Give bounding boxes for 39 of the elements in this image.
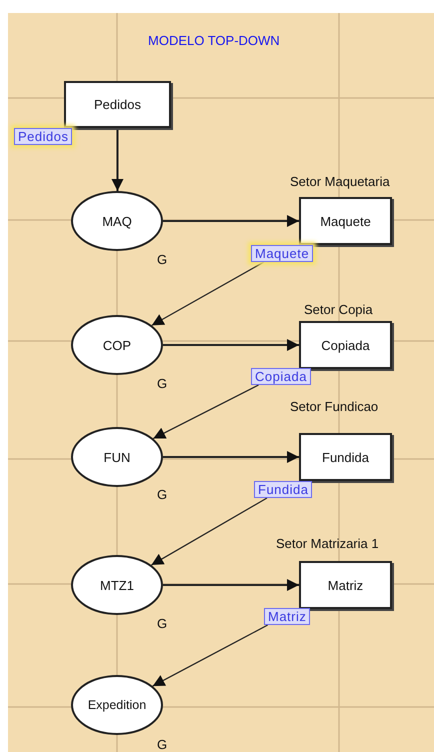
- place-box: [299, 561, 392, 609]
- token-tag: Matriz: [264, 608, 310, 625]
- arrow: [163, 451, 299, 463]
- token-tag: Fundida: [254, 481, 312, 498]
- place-box: [64, 81, 171, 128]
- diagram-title: MODELO TOP-DOWN: [148, 33, 280, 49]
- arrow: [151, 497, 268, 566]
- sector-label: Setor Fundicao: [290, 399, 378, 415]
- guard-label: G: [157, 252, 168, 268]
- arrow: [151, 261, 264, 326]
- arrow: [112, 128, 124, 191]
- guard-label: G: [157, 376, 168, 392]
- node-label: Fundida: [322, 450, 369, 464]
- node-label: MAQ: [102, 214, 132, 228]
- arrow: [163, 339, 299, 351]
- place-box: [299, 321, 392, 369]
- node-label: Expedition: [88, 698, 146, 712]
- place-box: [299, 197, 392, 245]
- sector-label: Setor Copia: [304, 302, 373, 318]
- guard-label: G: [157, 487, 168, 503]
- node-label: Copiada: [321, 338, 370, 352]
- node-label: Matriz: [328, 578, 364, 592]
- token-tag: Maquete: [251, 245, 314, 262]
- guard-label: G: [157, 737, 168, 752]
- place-box: [299, 433, 392, 481]
- node-label: MTZ1: [100, 578, 134, 592]
- arrow: [152, 624, 268, 687]
- token-tag: Copiada: [251, 368, 311, 385]
- arrow: [163, 215, 299, 227]
- token-tag: Pedidos: [14, 128, 72, 145]
- node-label: Maquete: [320, 214, 371, 228]
- node-label: COP: [102, 338, 132, 352]
- arrow: [153, 384, 259, 440]
- sector-label: Setor Maquetaria: [290, 174, 390, 190]
- arrow: [163, 579, 299, 591]
- node-label: Pedidos: [94, 97, 141, 112]
- sector-label: Setor Matrizaria 1: [276, 536, 379, 552]
- guard-label: G: [157, 616, 168, 632]
- node-label: FUN: [104, 450, 130, 464]
